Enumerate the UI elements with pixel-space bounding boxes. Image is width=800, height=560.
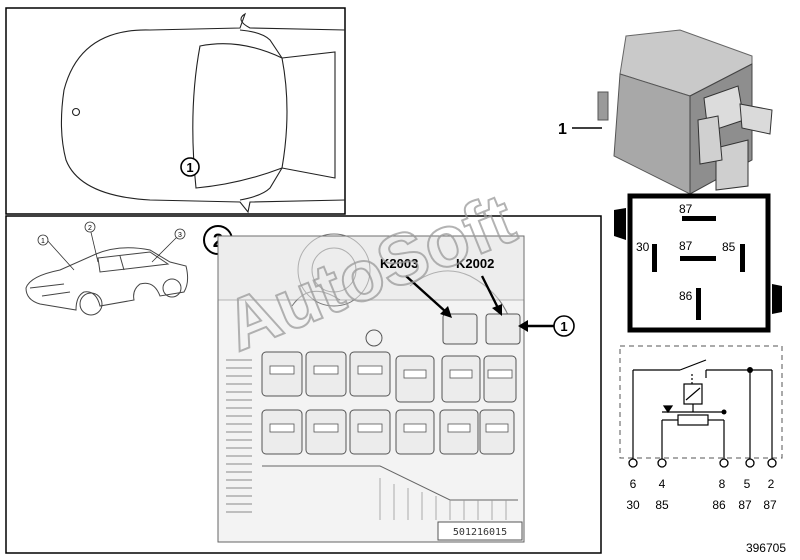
relay-location-labels: K2003 K2002 1 — [380, 256, 575, 337]
terminal-5-pin: 2 — [768, 477, 775, 491]
car-side-callout-2: 2 — [88, 225, 92, 232]
car-side-callout-3: 3 — [178, 232, 182, 239]
car-top-view-panel: 1 — [5, 7, 346, 215]
car-top-view-frame — [5, 7, 346, 215]
pin-left-blade — [652, 244, 657, 272]
car-side-callouts: 1 2 3 — [37, 221, 186, 271]
fusebox-drawing: 501216015 — [217, 233, 525, 543]
pin-bottom-blade — [696, 288, 701, 320]
terminal-1-code: 30 — [626, 498, 640, 512]
pin-top-label: 87 — [679, 202, 693, 216]
terminal-2-code: 85 — [655, 498, 669, 512]
pin-right-label: 85 — [722, 240, 736, 254]
car-top-callout-label: 1 — [186, 160, 193, 175]
relay-schematic: 6 4 8 5 2 30 85 86 87 87 — [619, 345, 783, 512]
fusebox-marker-callout: 1 — [553, 315, 575, 337]
terminal-1-pin: 6 — [630, 477, 637, 491]
diagram-id: 396705 — [746, 541, 786, 555]
pin-left-label: 30 — [636, 240, 650, 254]
pin-bottom-label: 86 — [679, 289, 693, 303]
car-top-callout: 1 — [180, 157, 200, 177]
terminal-2-pin: 4 — [659, 477, 666, 491]
relay-pin-layout: 87 30 87 85 86 — [614, 193, 782, 333]
relay-label-k2002: K2002 — [456, 256, 494, 271]
fusebox-panel: 2 1 2 3 — [5, 215, 602, 554]
car-side-callout-1: 1 — [41, 238, 45, 245]
fusebox-marker-label: 1 — [560, 319, 567, 334]
terminal-3-code: 86 — [712, 498, 726, 512]
terminal-4-code: 87 — [738, 498, 752, 512]
terminal-4-pin: 5 — [744, 477, 751, 491]
pin-center-blade — [680, 256, 716, 261]
car-top-outline — [60, 12, 346, 214]
part-callout-1: 1 — [558, 121, 567, 138]
fusebox-part-code: 501216015 — [453, 527, 507, 538]
relay-photo: 1 — [558, 29, 773, 195]
car-side-view — [25, 247, 189, 316]
relay-label-k2003: K2003 — [380, 256, 418, 271]
k2002-arrow — [480, 275, 500, 309]
terminal-3-pin: 8 — [719, 477, 726, 491]
k2003-arrow — [405, 275, 447, 313]
pin-right-blade — [740, 244, 745, 272]
pin-center-label: 87 — [679, 239, 693, 253]
pin-top-blade — [682, 216, 716, 221]
terminal-5-code: 87 — [763, 498, 777, 512]
